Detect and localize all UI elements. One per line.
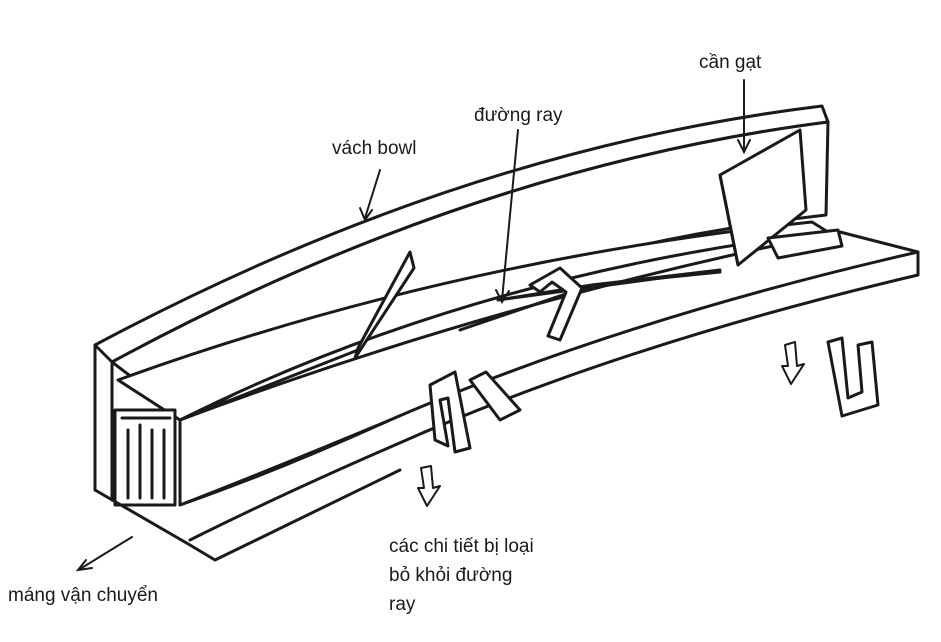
label-wiper: cần gạt bbox=[699, 52, 762, 73]
part-falling-center bbox=[428, 370, 522, 454]
label-bowl-wall: vách bowl bbox=[332, 138, 417, 159]
part-falling-right bbox=[826, 336, 880, 418]
part-on-rail bbox=[528, 266, 584, 342]
falling-arrow-center-icon bbox=[417, 465, 441, 507]
label-rejected-line-2: bỏ khỏi đường bbox=[389, 565, 513, 586]
label-rejected-line-3: ray bbox=[389, 594, 416, 615]
leader-can-gat-arrowhead bbox=[737, 139, 751, 155]
chute-parts bbox=[113, 408, 177, 507]
label-conveyor-chute: máng vận chuyển bbox=[8, 585, 158, 606]
label-rejected-parts: các chi tiết bị loại bỏ khỏi đường ray bbox=[389, 532, 534, 619]
leader-vach-bowl bbox=[364, 169, 381, 219]
label-rejected-line-1: các chi tiết bị loại bbox=[389, 536, 534, 557]
leader-duong-ray-arrowhead bbox=[495, 289, 510, 305]
falling-arrow-right-icon bbox=[781, 341, 805, 385]
wiper-blade bbox=[718, 128, 844, 267]
leader-mang-arrowhead bbox=[75, 559, 93, 572]
leader-mang-van-chuyen bbox=[79, 536, 133, 570]
wiper-ramp-left bbox=[178, 250, 416, 422]
chute-base bbox=[93, 468, 402, 562]
rail-wedge bbox=[458, 268, 722, 332]
leader-duong-ray bbox=[501, 129, 519, 301]
label-rail: đường ray bbox=[474, 105, 563, 126]
leader-vach-bowl-arrowhead bbox=[359, 207, 373, 223]
